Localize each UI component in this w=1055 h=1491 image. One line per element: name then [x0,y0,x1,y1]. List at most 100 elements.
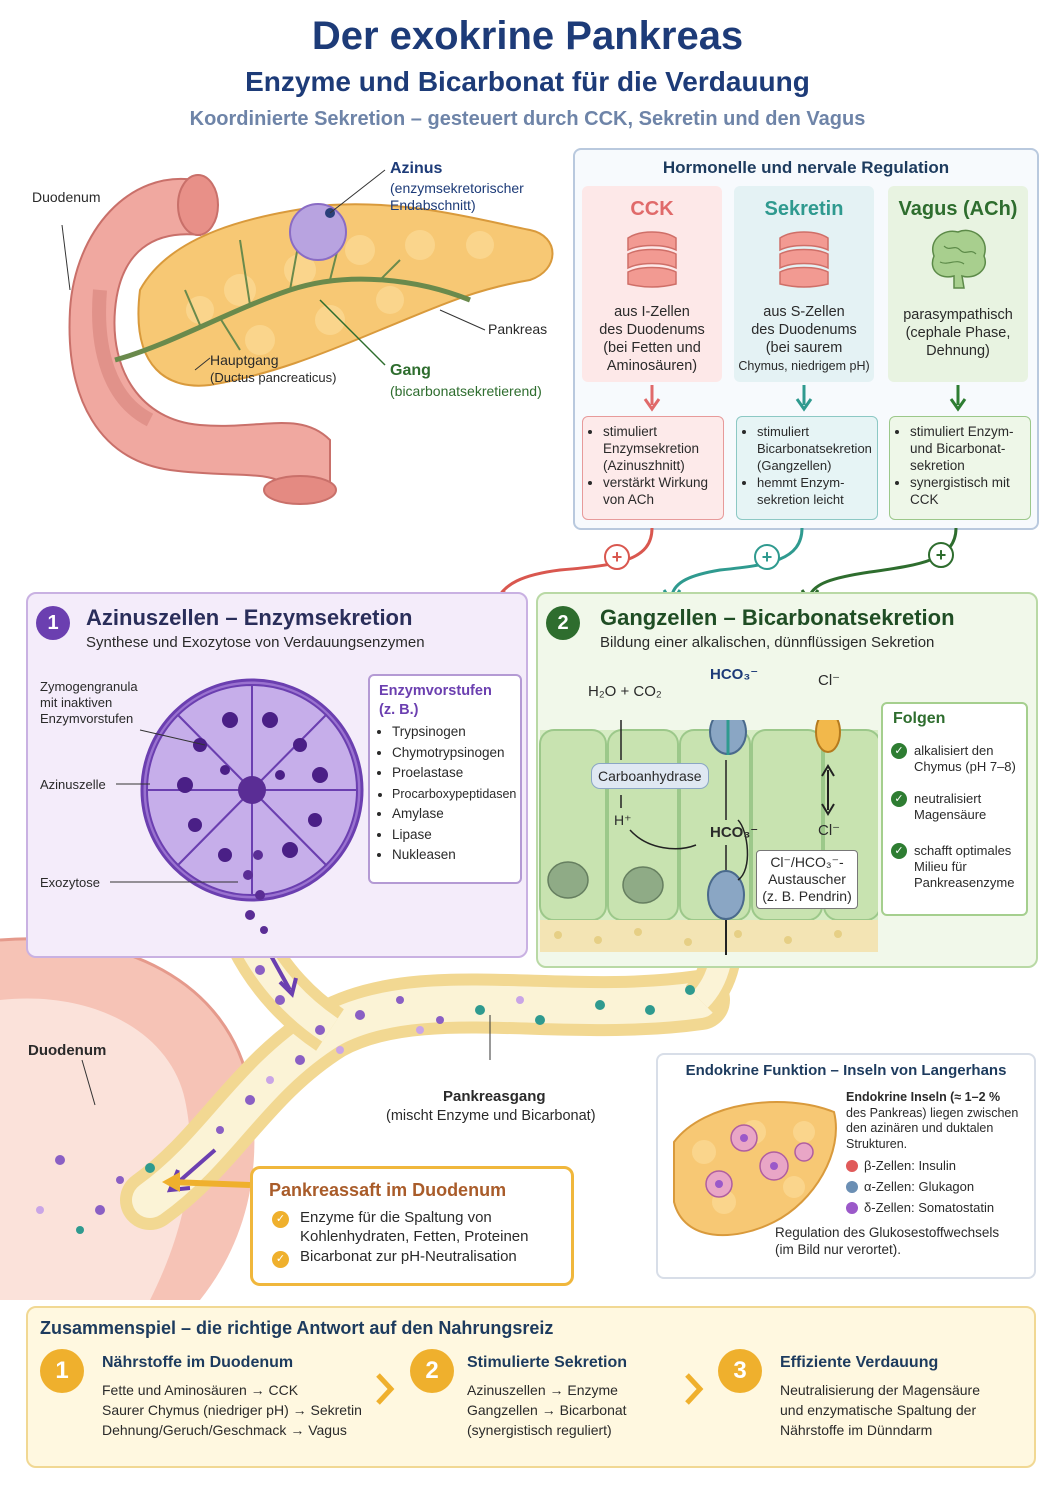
label-hco3-mid: HCO₃⁻ [710,824,759,841]
vagus-effects: stimuliert Enzym- und Bicarbonat-sekreti… [889,416,1031,520]
check-icon: ✓ [272,1251,289,1268]
label-cl-top: Cl⁻ [818,672,841,689]
folgen-box: Folgen [881,702,1028,916]
endocrine-desc: Endokrine Inseln (≈ 1–2 %des Pankreas) l… [846,1090,1019,1151]
page-title: Der exokrine Pankreas [311,14,744,58]
list-item: Nukleasen [392,845,520,866]
label-h-plus: H⁺ [614,812,632,828]
label-hco3-top: HCO₃⁻ [710,666,759,683]
carboanhydrase-badge: Carboanhydrase [591,763,709,789]
intestine-icon [779,231,829,288]
folgen-title: Folgen [893,710,946,727]
label-gang: Gang [390,362,431,379]
label-pankreas: Pankreas [488,321,548,337]
step1-title: Nährstoffe im Duodenum [102,1354,294,1371]
label-cl-mid: Cl⁻ [818,822,841,839]
delta-cell-icon [846,1202,858,1214]
acinus-shape [289,203,347,261]
panel1-title: Azinuszellen – Enzymsekretion [86,605,413,630]
enzymvorstufen-title: Enzymvorstufen(z. B.) [379,683,492,718]
duct-illustration [0,920,743,1300]
cck-arrow-icon [643,385,661,412]
step2-number-badge: 2 [410,1349,454,1393]
pancreas-anatomy-illustration [61,169,554,505]
endocrine-note: Regulation des Glukosestoffwechsels(im B… [775,1225,1000,1257]
page-tagline: Koordinierte Sekretion – gesteuert durch… [189,108,866,130]
step3-title: Effiziente Verdauung [780,1354,939,1371]
list-item: Procarboxypeptidasen [392,784,520,805]
cck-effects: stimuliert Enzymsekretion (Azinuszhnitt)… [582,416,724,520]
step3-number-badge: 3 [718,1349,762,1393]
check-icon: ✓ [891,843,907,859]
list-item: Trypsinogen [392,722,520,743]
alpha-cell-icon [846,1181,858,1193]
pankreassaft-item: Bicarbonat zur pH-Neutralisation [300,1248,517,1265]
vagus-source: parasympathisch(cephale Phase, Dehnung) [903,307,1013,359]
panel1-number-badge: 1 [36,606,70,640]
chevron-right-icon [685,1373,704,1405]
panel2-subtitle: Bildung einer alkalischen, dünnflüssigen… [600,634,935,651]
brain-icon [931,229,987,289]
vagus-arrow-icon [949,385,967,412]
enzymvorstufen-box: Enzymvorstufen(z. B.) Trypsinogen Chymot… [368,674,522,884]
duodenum-opening-bottom [263,475,337,505]
label-gang-desc: (bicarbonatsekretierend) [390,383,542,399]
list-item: Chymotrypsinogen [392,743,520,764]
duct-cells-illustration [539,720,878,955]
label-pankreasgang-desc: (mischt Enzyme und Bicarbonat) [386,1108,596,1124]
sekretin-title: Sekretin [764,198,844,220]
label-h2o-co2: H₂O + CO₂ [588,683,662,700]
pankreassaft-title: Pankreassaft im Duodenum [269,1180,507,1200]
label-exozytose: Exozytose [40,875,100,890]
sekretin-arrow-icon [795,385,813,412]
cck-plus-icon: + [604,544,630,570]
panel1-leader-lines [110,729,238,883]
list-item: Proelastase [392,763,520,784]
pankreassaft-box [250,1166,574,1286]
check-icon: ✓ [891,791,907,807]
label-azinuszelle: Azinuszelle [40,777,106,792]
sekretin-effects: stimuliert Bicarbonatsekretion (Gangzell… [736,416,878,520]
cck-title: CCK [630,198,674,220]
label-azinus: Azinus [390,160,443,177]
alpha-cell-label: α-Zellen: Glukagon [864,1179,975,1194]
sekretin-plus-icon: + [754,544,780,570]
label-azinus-desc-2: Endabschnitt) [390,197,476,213]
list-item: Amylase [392,804,520,825]
list-item: Lipase [392,825,520,846]
label-hauptgang-latin: (Ductus pancreaticus) [210,370,337,385]
page-subtitle: Enzyme und Bicarbonat für die Verdauung [245,66,810,97]
panel2-title: Gangzellen – Bicarbonatsekretion [600,605,955,630]
check-icon: ✓ [891,743,907,759]
label-duodenum-bottom: Duodenum [28,1042,107,1059]
duodenum-opening-top [177,174,219,236]
panel2-number-badge: 2 [546,606,580,640]
regulation-title: Hormonelle und nervale Regulation [662,158,950,177]
vagus-plus-icon: + [928,542,954,568]
endocrine-title: Endokrine Funktion – Inseln von Langerha… [685,1062,1007,1079]
summary-panel [26,1306,1036,1468]
panel1-subtitle: Synthese und Exozytose von Verdauungsenz… [86,634,425,651]
label-pankreasgang: Pankreasgang [443,1088,546,1105]
summary-title: Zusammenspiel – die richtige Antwort auf… [40,1318,554,1338]
delta-cell-label: δ-Zellen: Somatostatin [864,1200,995,1215]
chevron-right-icon [376,1373,395,1405]
islet-illustration [673,1101,837,1237]
intestine-icon [627,231,677,288]
enzyme-list: Trypsinogen Chymotrypsinogen Proelastase… [370,722,520,866]
exchanger-box: Cl⁻/HCO₃⁻-Austauscher(z. B. Pendrin) [756,850,858,909]
label-hauptgang: Hauptgang [210,352,279,368]
check-icon: ✓ [272,1211,289,1228]
step2-title: Stimulierte Sekretion [467,1354,628,1371]
step1-number-badge: 1 [40,1349,84,1393]
